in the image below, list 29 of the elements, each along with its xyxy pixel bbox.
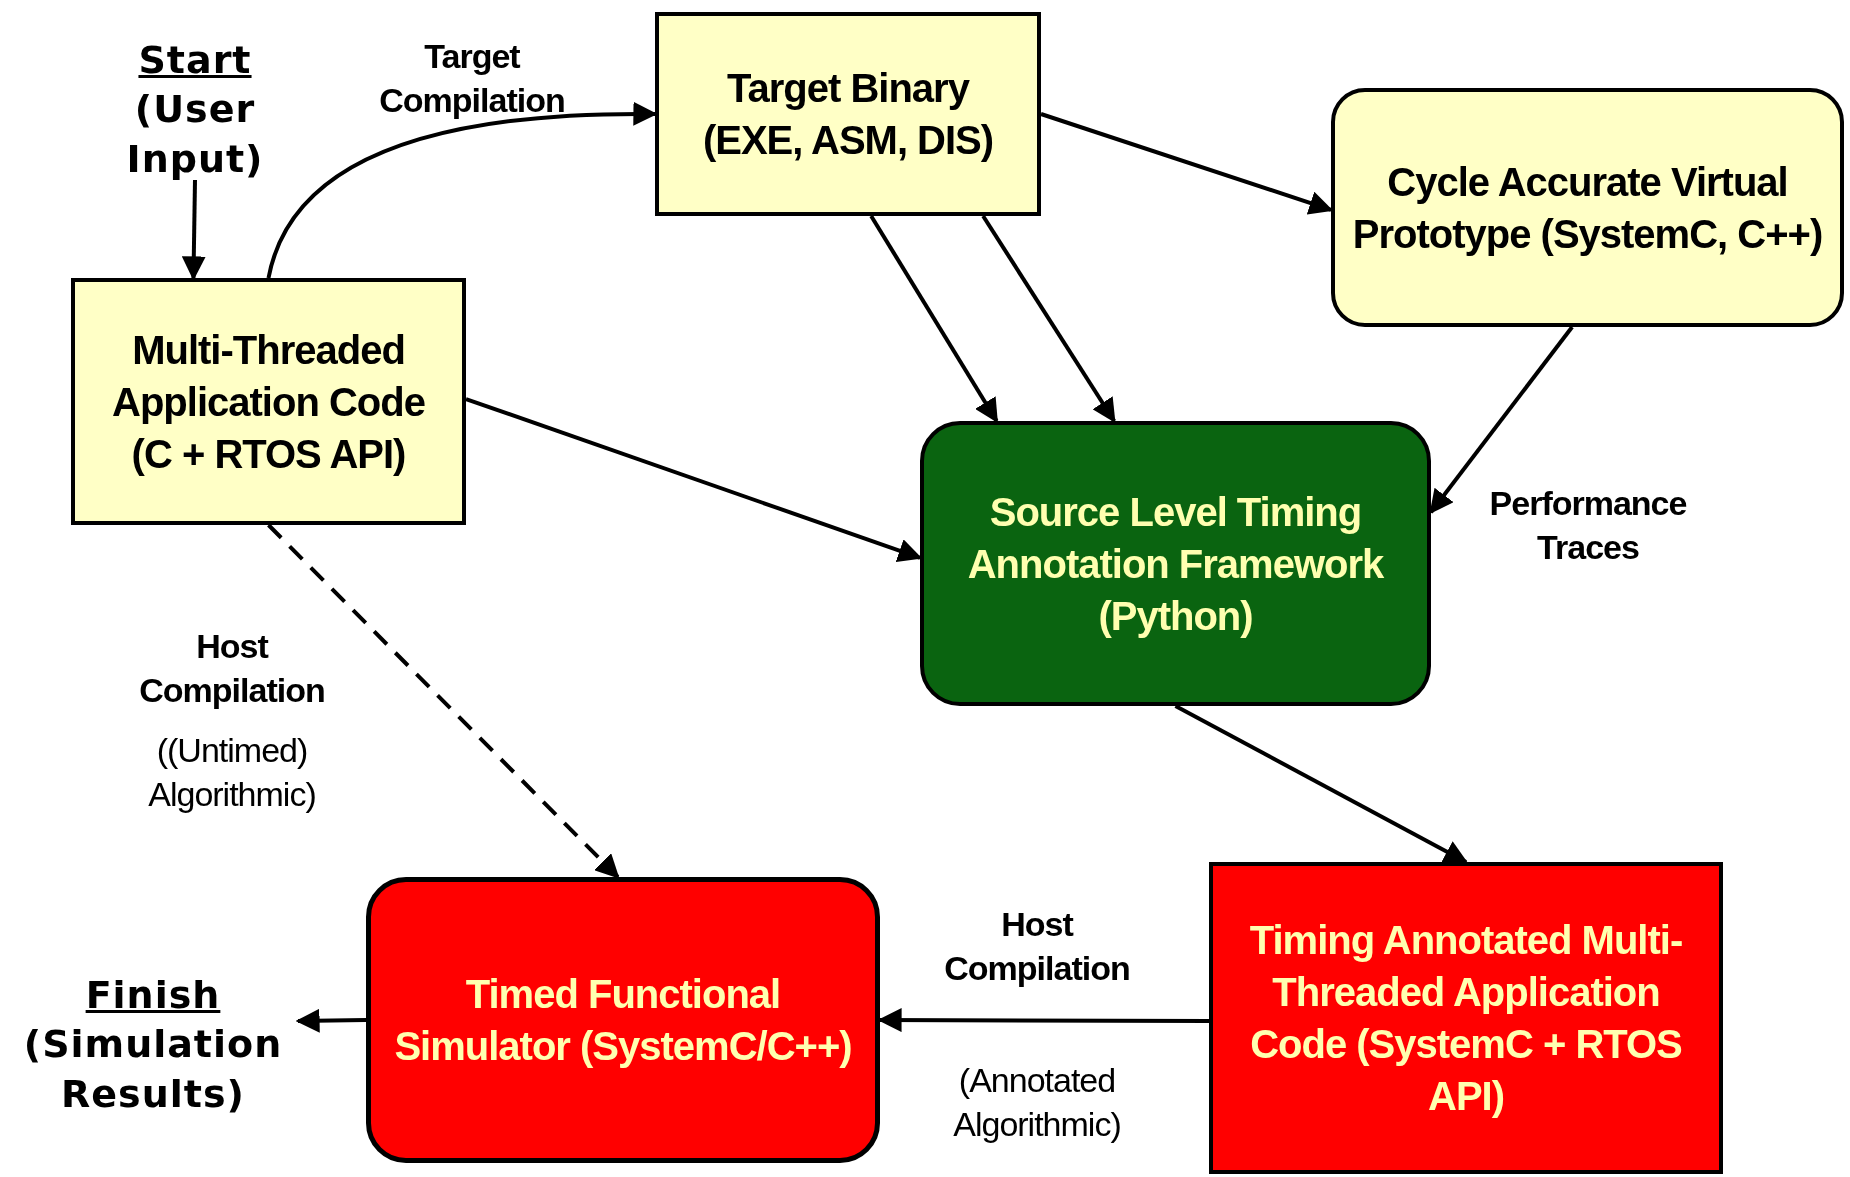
arrow [869,214,999,424]
edge-label: Host Compilation [138,625,326,711]
process-box [366,877,880,1163]
node-text: Timing Annotated Multi-Threaded Application Code (SystemC + RTOS API) [1248,917,1684,1120]
node-text: Multi-Threaded Application Code (C + RTOS API) [111,326,426,478]
arrow [267,523,620,879]
arrow [1174,704,1469,864]
arrow [981,214,1116,423]
process-box [655,12,1041,216]
heading-text: Start [138,36,252,84]
node-text: Source Level Timing Annotation Framework (Python) [966,488,1385,640]
edge-label: Host Compilation [943,903,1131,989]
arrow [295,1008,367,1033]
arrow [1429,325,1574,515]
edge-label: Target Compilation [378,35,566,121]
node-text: (Simulation Results) [23,1021,283,1118]
note-text: (Annotated Algorithmic) [952,1059,1122,1145]
edge-label: Performance Traces [1488,482,1688,568]
node-text: (User Input) [125,86,265,183]
arrow [181,179,206,281]
node-text: Target Binary (EXE, ASM, DIS) [701,65,995,164]
node-text: Cycle Accurate Virtual Prototype (SystemC, C++) [1351,158,1824,258]
process-box [920,421,1431,706]
note-text: ((Untimed) Algorithmic) [147,729,317,815]
process-box [1331,88,1844,327]
heading-text: Finish [85,971,221,1019]
process-box [1209,862,1723,1174]
node-text: Timed Functional Simulator (SystemC/C++) [393,971,853,1070]
process-box [71,278,466,525]
